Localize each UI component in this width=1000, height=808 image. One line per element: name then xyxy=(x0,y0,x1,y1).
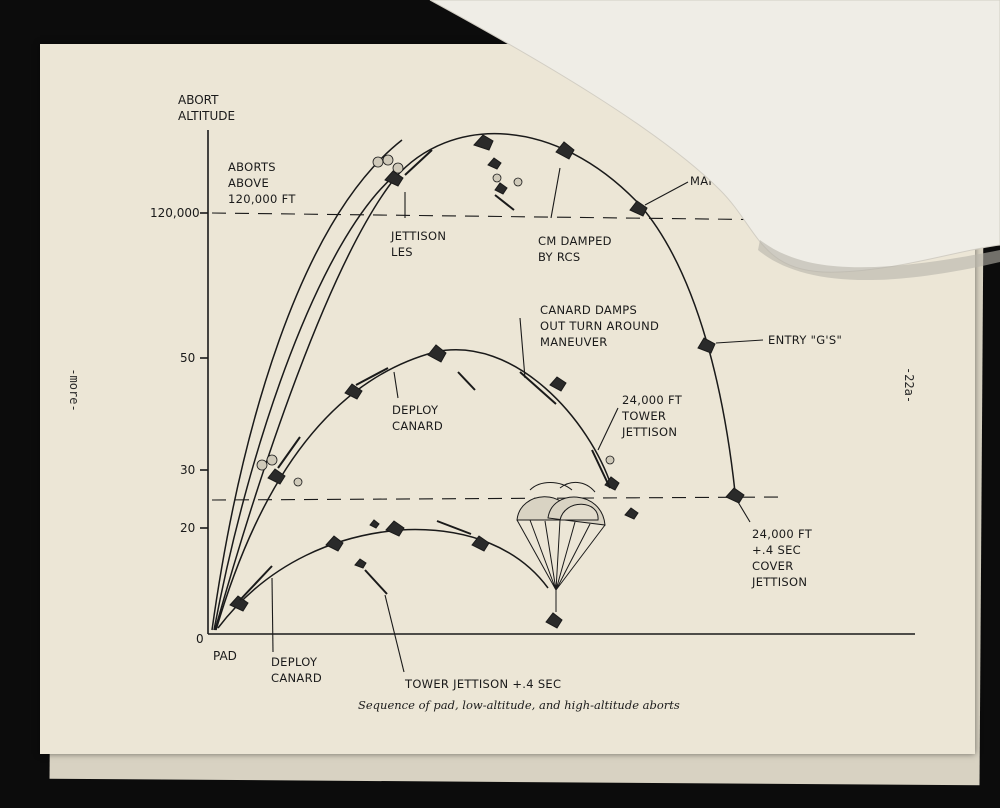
capsule-icon xyxy=(494,182,508,195)
capsule-icon xyxy=(267,468,286,485)
capsule-icon xyxy=(427,344,447,363)
annotation-cover-jettison: JETTISON xyxy=(751,575,807,589)
annotation-aborts-above: ABOVE xyxy=(228,176,269,190)
annotation-cm-damped: BY RCS xyxy=(538,250,581,264)
annotation-jettison-les: LES xyxy=(391,245,413,259)
annotation-deploy-canard-mid: DEPLOY xyxy=(392,403,439,417)
trajectory-low-altitude xyxy=(215,349,613,631)
annotation-tower-jettison-24k: JETTISON xyxy=(621,425,677,439)
trajectory-high-altitude xyxy=(214,132,736,631)
tick-label: 120,000 xyxy=(150,206,200,220)
tick-label: 30 xyxy=(180,463,195,477)
tick-label: 50 xyxy=(180,351,195,365)
capsule-icon xyxy=(697,337,716,354)
annotation-deploy-canard-mid: CANARD xyxy=(392,419,443,433)
tick-label: 0 xyxy=(196,632,204,646)
annotation-deploy-canard-low: DEPLOY xyxy=(271,655,318,669)
tick-label: 20 xyxy=(180,521,195,535)
trajectory-steep-1 xyxy=(211,139,403,631)
capsule-icon xyxy=(487,157,502,170)
capsule-icon xyxy=(325,535,344,552)
axis-title-line2: ALTITUDE xyxy=(178,109,235,123)
annotation-canard-damps: OUT TURN AROUND xyxy=(540,319,659,333)
dashed-line-120000 xyxy=(211,212,791,221)
annotation-cover-jettison: +.4 SEC xyxy=(752,543,801,557)
annotation-tower-jettison-24k: 24,000 FT xyxy=(622,393,683,407)
annotation-aborts-above: 120,000 FT xyxy=(228,192,296,206)
capsule-icon xyxy=(344,383,363,400)
annotation-cm-damped: CM DAMPED xyxy=(538,234,612,248)
annotation-tower-jettison-low: TOWER JETTISON +.4 SEC xyxy=(404,677,561,691)
dashed-line-24000 xyxy=(211,496,786,501)
capsule-icon xyxy=(354,558,367,569)
annotation-aborts-above: ABORTS xyxy=(228,160,276,174)
capsule-icon xyxy=(549,376,567,392)
capsule-icon xyxy=(229,595,249,612)
curled-page-corner xyxy=(429,0,1000,273)
annotation-tower-jettison-24k: TOWER xyxy=(621,409,666,423)
margin-more: -more- xyxy=(67,368,81,411)
annotation-canard-damps: MANEUVER xyxy=(540,335,608,349)
annotation-cover-jettison: COVER xyxy=(752,559,794,573)
annotation-entry-gs: ENTRY "G'S" xyxy=(768,333,842,347)
capsule-icon xyxy=(471,535,490,552)
origin-label: PAD xyxy=(213,649,237,663)
capsule-icon xyxy=(384,170,404,187)
axis-title-line1: ABORT xyxy=(178,93,219,107)
capsule-icon xyxy=(385,520,405,537)
capsule-icon xyxy=(369,519,380,529)
figure-caption: Sequence of pad, low-altitude, and high-… xyxy=(358,698,680,712)
capsule-icon xyxy=(629,200,648,217)
trajectory-steep-2 xyxy=(213,174,396,631)
annotation-deploy-canard-low: CANARD xyxy=(271,671,322,685)
page-number: -22a- xyxy=(902,367,916,403)
capsule-icon xyxy=(555,141,575,160)
annotation-jettison-les: JETTISON xyxy=(390,229,446,243)
capsule-icon xyxy=(725,487,745,504)
capsule-icon xyxy=(624,507,639,520)
capsule-icon xyxy=(473,134,494,151)
annotation-cover-jettison: 24,000 FT xyxy=(752,527,813,541)
trajectory-pad-abort xyxy=(217,528,549,629)
parachutes-icon xyxy=(516,482,606,612)
capsule-icon xyxy=(545,612,563,629)
annotation-canard-damps: CANARD DAMPS xyxy=(540,303,637,317)
